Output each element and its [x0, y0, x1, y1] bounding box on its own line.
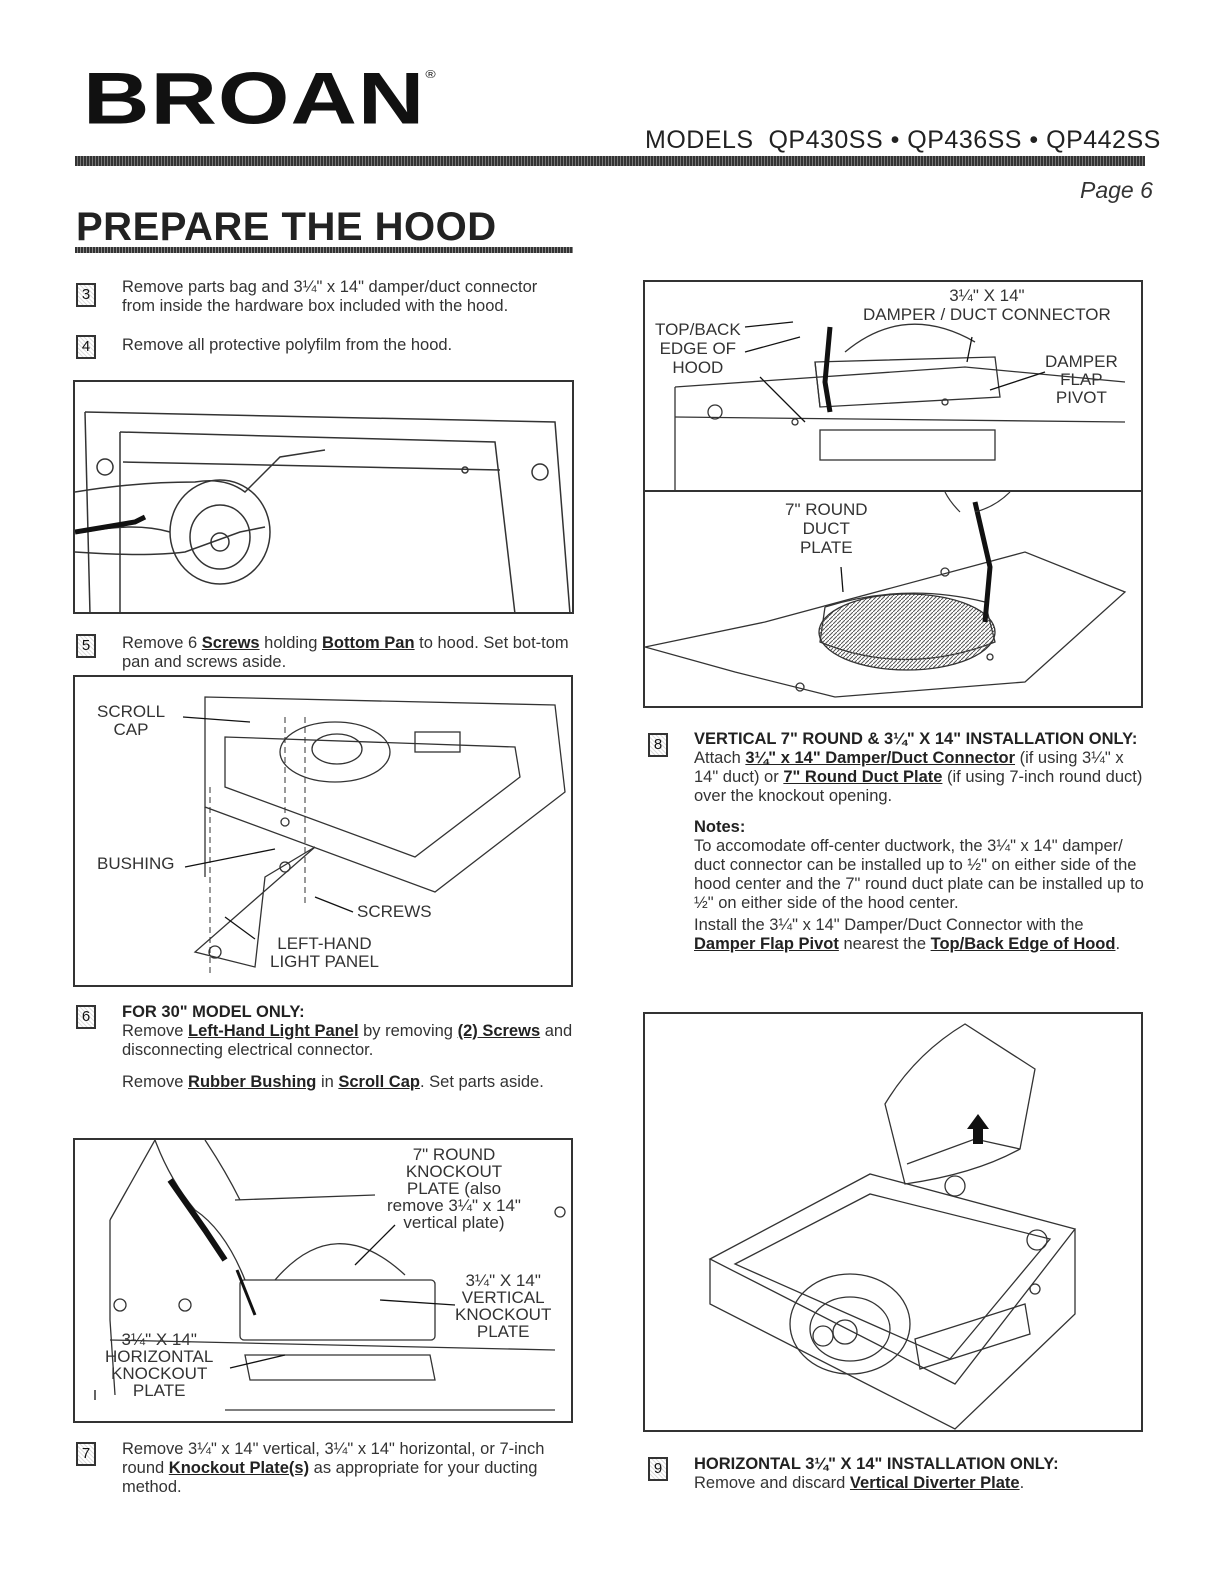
section-title: PREPARE THE HOOD — [76, 205, 497, 249]
notes-heading: Notes: — [694, 818, 746, 836]
step-badge-7: 7 — [76, 1442, 96, 1466]
step-6-heading: FOR 30" MODEL ONLY: — [122, 1003, 305, 1021]
header-rule — [75, 156, 1145, 166]
step-7-text: Remove 3¼" x 14" vertical, 3¼" x 14" hor… — [122, 1440, 545, 1496]
step-5-text: Remove 6 Screws holding Bottom Pan to ho… — [122, 634, 569, 671]
step-3-text: Remove parts bag and 3¼" x 14" damper/du… — [122, 278, 538, 315]
broan-logo: BROAN® — [83, 58, 437, 140]
step-badge-8: 8 — [648, 733, 668, 757]
label-screws: SCREWS — [357, 902, 432, 921]
label-scroll-cap: SCROLL CAP — [97, 702, 166, 739]
step-8-text: VERTICAL 7" ROUND & 3¼" X 14" INSTALLATI… — [694, 730, 1144, 953]
figure-knockout-plates: 7" ROUND KNOCKOUT PLATE (also remove 3¼"… — [73, 1138, 573, 1423]
label-round-knockout: 7" ROUND KNOCKOUT PLATE (also remove 3¼"… — [387, 1145, 521, 1232]
step-4-text: Remove all protective polyfilm from the … — [122, 336, 453, 354]
label-left-hand-light-panel: LEFT-HAND LIGHT PANEL — [270, 934, 379, 971]
label-round-duct-plate: 7" ROUND DUCT PLATE — [785, 500, 868, 557]
step-badge-4: 4 — [76, 335, 96, 359]
step-badge-3: 3 — [76, 283, 96, 307]
label-top-back-edge: TOP/BACK EDGE OF HOOD — [655, 320, 741, 377]
label-vertical-knockout: 3¼" X 14" VERTICAL KNOCKOUT PLATE — [455, 1271, 552, 1341]
step-badge-5: 5 — [76, 634, 96, 658]
step-8-heading: VERTICAL 7" ROUND & 3¼" X 14" INSTALLATI… — [694, 730, 1138, 748]
models-heading: MODELS QP430SS • QP436SS • QP442SS — [645, 126, 1161, 154]
light-panel-drawing — [182, 696, 566, 977]
note-1: To accomodate off-center ductwork, the 3… — [694, 837, 1144, 912]
hood-polyfilm-drawing — [75, 411, 571, 612]
figure-diverter-plate — [643, 1012, 1143, 1432]
damper-connector-drawing — [674, 321, 1126, 490]
figure-round-duct-plate: 7" ROUND DUCT PLATE — [643, 490, 1143, 708]
label-horizontal-knockout: 3¼" X 14" HORIZONTAL KNOCKOUT PLATE — [105, 1330, 214, 1400]
figure-light-panel: SCROLL CAP BUSHING SCREWS LEFT-HAND LIGH… — [73, 675, 573, 987]
step-badge-9: 9 — [648, 1457, 668, 1481]
step-9-heading: HORIZONTAL 3¼" X 14" INSTALLATION ONLY: — [694, 1455, 1059, 1473]
diverter-plate-drawing — [708, 1023, 1077, 1430]
label-damper-duct-connector: 3¼" X 14" DAMPER / DUCT CONNECTOR — [863, 286, 1111, 324]
label-damper-flap-pivot: DAMPER FLAP PIVOT — [1045, 352, 1118, 407]
round-duct-plate-drawing — [645, 492, 1127, 698]
title-rule — [75, 247, 573, 253]
knockout-plates-drawing — [94, 1140, 566, 1411]
figure-damper-connector: 3¼" X 14" DAMPER / DUCT CONNECTOR TOP/BA… — [643, 280, 1143, 492]
page-number: Page 6 — [1080, 177, 1153, 203]
step-badge-6: 6 — [76, 1005, 96, 1029]
step-6-text: FOR 30" MODEL ONLY: Remove Left-Hand Lig… — [122, 1003, 573, 1091]
step-9-text: HORIZONTAL 3¼" X 14" INSTALLATION ONLY: … — [694, 1455, 1059, 1492]
label-bushing: BUSHING — [97, 854, 175, 873]
figure-polyfilm — [73, 380, 574, 614]
